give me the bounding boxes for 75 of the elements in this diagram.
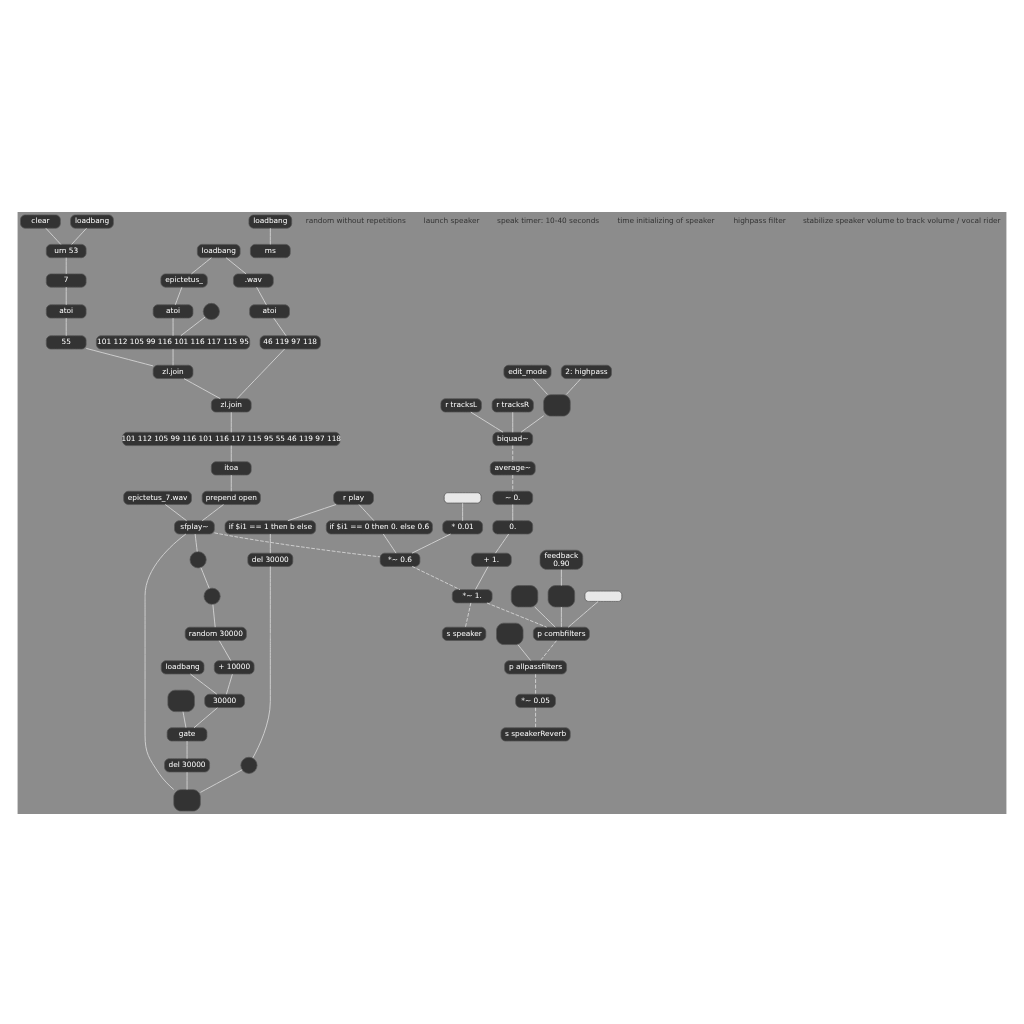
node-box bbox=[173, 788, 201, 811]
connector bbox=[532, 377, 549, 394]
connector bbox=[65, 316, 67, 336]
connector bbox=[465, 601, 472, 627]
connector bbox=[172, 347, 174, 365]
connector bbox=[200, 768, 243, 792]
connector bbox=[225, 672, 233, 694]
connector bbox=[534, 605, 556, 627]
node-circle bbox=[202, 302, 220, 319]
connector bbox=[45, 226, 62, 244]
connector bbox=[225, 256, 247, 274]
connector bbox=[252, 565, 271, 758]
node-box bbox=[543, 393, 571, 416]
connector bbox=[174, 285, 183, 305]
connector bbox=[535, 672, 537, 694]
node-box bbox=[547, 584, 575, 607]
connector bbox=[190, 256, 212, 274]
node-box bbox=[510, 584, 539, 607]
node-bar bbox=[584, 589, 623, 601]
connector bbox=[520, 414, 545, 432]
connector bbox=[172, 316, 174, 336]
connector bbox=[411, 532, 452, 553]
connector bbox=[201, 503, 224, 521]
connector bbox=[273, 316, 287, 336]
connector bbox=[144, 532, 187, 789]
connector bbox=[486, 601, 548, 627]
connector bbox=[183, 377, 221, 399]
connector bbox=[512, 473, 514, 491]
node-bar bbox=[443, 491, 482, 503]
connector bbox=[65, 285, 67, 305]
connector bbox=[462, 501, 464, 521]
connector bbox=[85, 346, 154, 366]
connector bbox=[180, 315, 206, 336]
connector bbox=[256, 285, 267, 305]
connector bbox=[193, 706, 218, 728]
node-circle bbox=[240, 755, 258, 773]
connector bbox=[512, 444, 514, 462]
connector bbox=[164, 503, 188, 521]
node-box bbox=[167, 688, 195, 711]
connector bbox=[411, 565, 461, 590]
connector bbox=[218, 639, 232, 661]
connector bbox=[512, 503, 514, 521]
connector bbox=[470, 410, 504, 432]
connector bbox=[230, 473, 232, 491]
connector bbox=[190, 672, 218, 694]
node-circle bbox=[189, 550, 207, 568]
connector bbox=[535, 706, 537, 728]
connector bbox=[182, 710, 187, 728]
connector bbox=[212, 603, 216, 627]
connector bbox=[213, 531, 381, 557]
connector bbox=[71, 226, 87, 244]
connector bbox=[269, 532, 271, 553]
connector bbox=[539, 639, 557, 661]
connector bbox=[495, 532, 510, 553]
connector bbox=[194, 532, 198, 552]
connector bbox=[230, 444, 232, 462]
connector bbox=[287, 503, 337, 521]
connector bbox=[560, 568, 562, 585]
connector bbox=[560, 605, 562, 627]
connector bbox=[200, 566, 210, 588]
connector bbox=[565, 377, 582, 394]
connector bbox=[269, 226, 271, 244]
connector bbox=[186, 770, 188, 790]
connector bbox=[512, 410, 514, 432]
connector bbox=[230, 410, 232, 432]
connector bbox=[517, 643, 532, 661]
connector bbox=[236, 347, 286, 398]
connector bbox=[382, 532, 397, 553]
connector bbox=[475, 565, 489, 589]
connector bbox=[65, 256, 67, 274]
node-box bbox=[496, 621, 524, 644]
node-circle bbox=[203, 586, 221, 604]
connector bbox=[567, 599, 599, 627]
connector bbox=[186, 739, 188, 759]
connector bbox=[358, 503, 375, 521]
